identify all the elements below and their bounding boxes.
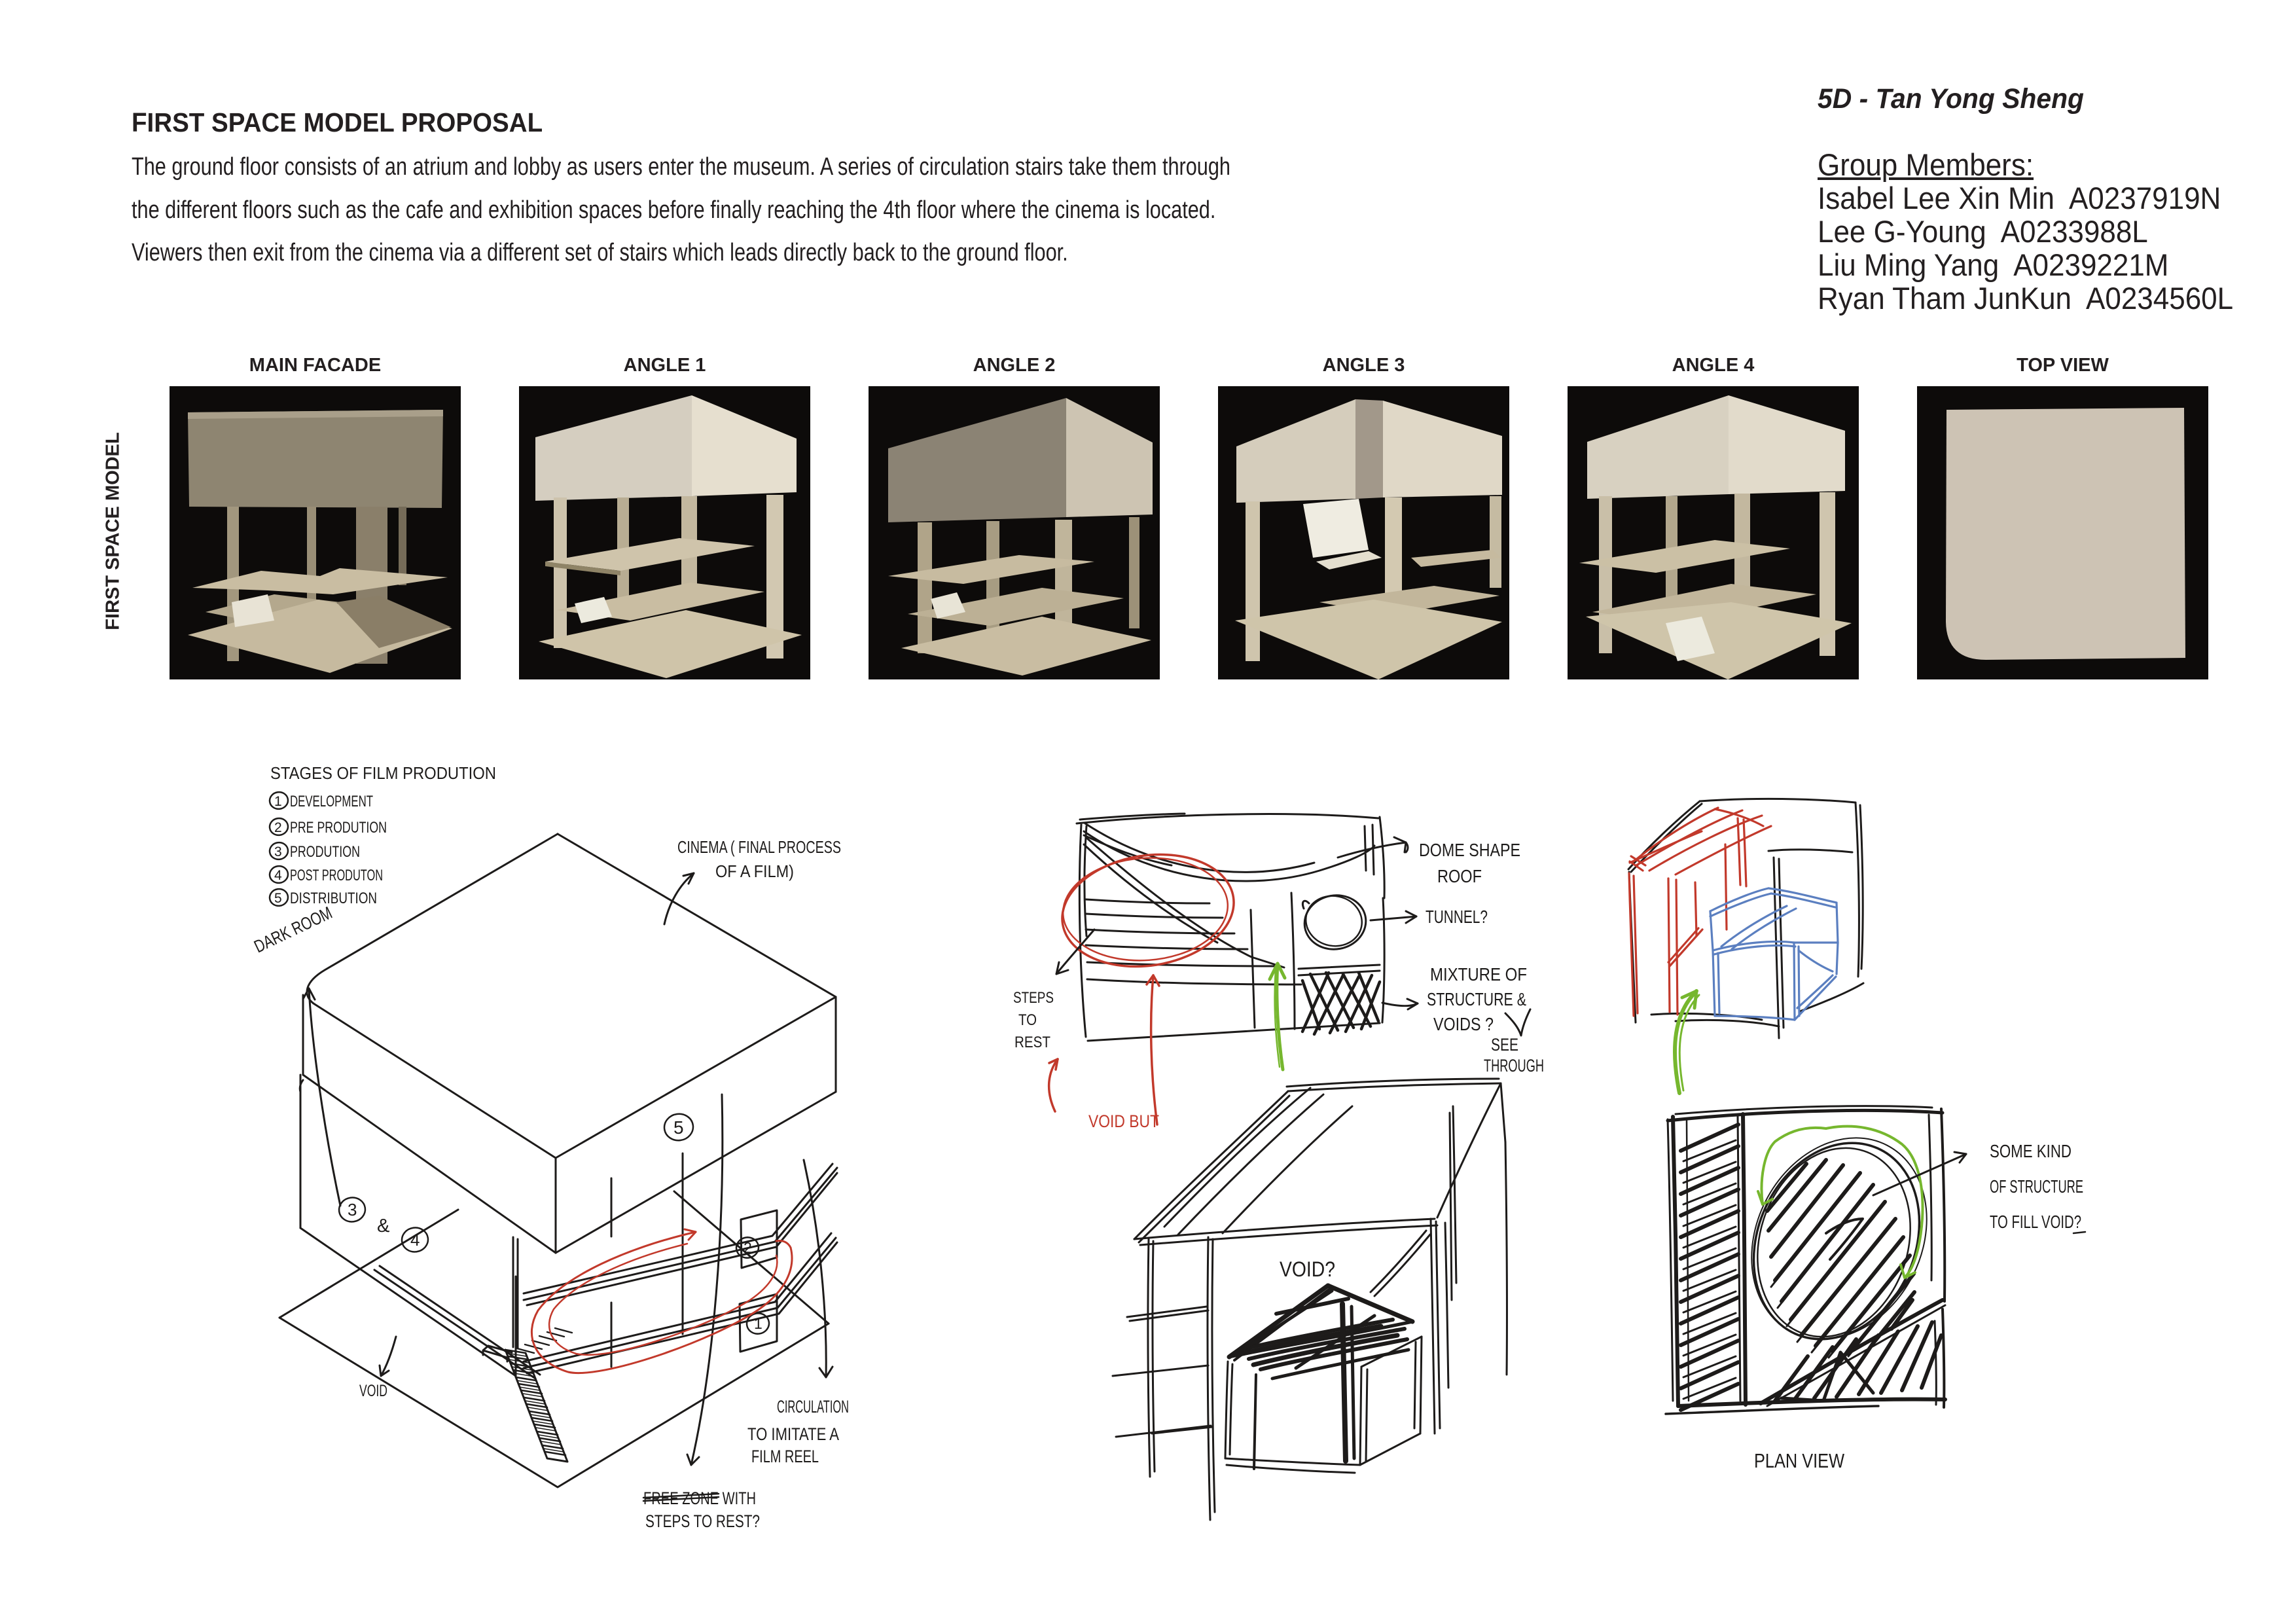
svg-text:3: 3 bbox=[348, 1200, 357, 1219]
svg-text:1: 1 bbox=[274, 794, 282, 809]
svg-text:DEVELOPMENT: DEVELOPMENT bbox=[290, 793, 373, 810]
svg-text:STEPS TO REST?: STEPS TO REST? bbox=[645, 1511, 760, 1531]
svg-text:SEE: SEE bbox=[1491, 1035, 1518, 1055]
svg-text:ROOF: ROOF bbox=[1437, 866, 1482, 886]
svg-text:CIRCULATION: CIRCULATION bbox=[777, 1397, 849, 1416]
svg-text:OF A FILM): OF A FILM) bbox=[715, 861, 794, 881]
svg-text:DOME SHAPE: DOME SHAPE bbox=[1419, 840, 1520, 860]
svg-text:CINEMA ( FINAL PROCESS: CINEMA ( FINAL PROCESS bbox=[677, 837, 841, 857]
svg-text:SOME KIND: SOME KIND bbox=[1990, 1141, 2072, 1161]
svg-text:VOID?: VOID? bbox=[1280, 1257, 1335, 1281]
svg-text:PRE PRODUTION: PRE PRODUTION bbox=[290, 819, 387, 837]
svg-text:2: 2 bbox=[274, 820, 282, 835]
svg-text:VOIDS ?: VOIDS ? bbox=[1433, 1014, 1494, 1034]
svg-text:DARK ROOM: DARK ROOM bbox=[251, 903, 335, 956]
svg-text:TO FILL VOID?: TO FILL VOID? bbox=[1990, 1212, 2081, 1232]
svg-text:4: 4 bbox=[274, 868, 282, 883]
svg-text:TO: TO bbox=[1018, 1011, 1037, 1029]
svg-text:VOID BUT: VOID BUT bbox=[1088, 1111, 1159, 1131]
svg-text:OF STRUCTURE: OF STRUCTURE bbox=[1990, 1176, 2083, 1197]
svg-text:REST: REST bbox=[1014, 1034, 1050, 1051]
svg-text:STRUCTURE &: STRUCTURE & bbox=[1427, 989, 1526, 1009]
svg-text:5: 5 bbox=[274, 891, 282, 906]
svg-text:MIXTURE OF: MIXTURE OF bbox=[1430, 964, 1527, 984]
svg-text:&: & bbox=[377, 1216, 389, 1236]
svg-text:PLAN VIEW: PLAN VIEW bbox=[1754, 1449, 1845, 1472]
svg-text:DISTRIBUTION: DISTRIBUTION bbox=[290, 890, 377, 907]
svg-text:STAGES OF FILM PRODUTION: STAGES OF FILM PRODUTION bbox=[270, 763, 496, 783]
svg-text:TO IMITATE A: TO IMITATE A bbox=[747, 1424, 839, 1444]
svg-text:STEPS: STEPS bbox=[1013, 989, 1054, 1007]
svg-text:THROUGH: THROUGH bbox=[1484, 1056, 1544, 1075]
svg-text:3: 3 bbox=[274, 844, 282, 859]
svg-text:FILM REEL: FILM REEL bbox=[751, 1447, 819, 1466]
svg-text:POST PRODUTON: POST PRODUTON bbox=[290, 867, 383, 884]
svg-text:PRODUTION: PRODUTION bbox=[290, 843, 360, 861]
svg-text:TUNNEL?: TUNNEL? bbox=[1426, 907, 1488, 927]
svg-text:5: 5 bbox=[673, 1117, 684, 1138]
svg-text:VOID: VOID bbox=[359, 1382, 387, 1400]
